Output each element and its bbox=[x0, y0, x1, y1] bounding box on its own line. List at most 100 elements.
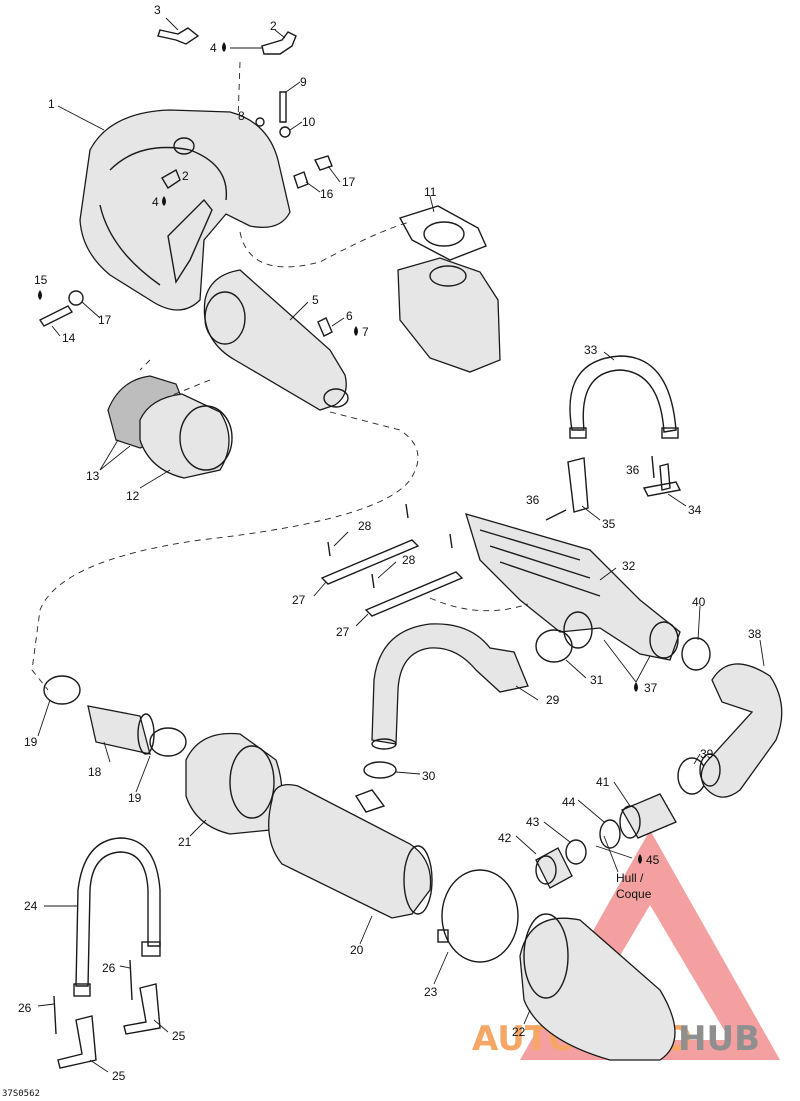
callout-38: 38 bbox=[748, 627, 762, 641]
leader-40 bbox=[697, 605, 701, 641]
callout-23: 23 bbox=[424, 985, 438, 999]
leader-32 bbox=[599, 567, 617, 581]
callout-40: 40 bbox=[692, 595, 706, 609]
clamp-31 bbox=[535, 629, 573, 663]
strap-33-assembly bbox=[545, 351, 687, 521]
hose-29-end bbox=[371, 738, 397, 750]
elbow-fitting-2-mid bbox=[161, 168, 181, 189]
bracket-34 bbox=[642, 463, 682, 497]
callout-4: 4 bbox=[210, 41, 217, 55]
clamp-sleeve-assembly bbox=[99, 359, 233, 489]
clamp-23-ring bbox=[441, 869, 519, 963]
lubricant-drop-icon bbox=[354, 326, 358, 336]
lubricant-drop-icon bbox=[162, 196, 166, 206]
bracket-35 bbox=[567, 457, 589, 513]
callout-6: 6 bbox=[346, 309, 353, 323]
strap-33 bbox=[569, 355, 677, 433]
callout-4: 4 bbox=[152, 195, 159, 209]
callout-11: 11 bbox=[424, 185, 437, 199]
clamp-19-bottom bbox=[149, 727, 187, 757]
fitting-6 bbox=[317, 317, 333, 337]
collector-body bbox=[79, 109, 291, 311]
leader-6 bbox=[331, 317, 345, 327]
hose-guide-manifold bbox=[239, 221, 411, 268]
clamp-23 bbox=[433, 869, 519, 985]
fitting-3 bbox=[157, 27, 200, 45]
hose-29-body bbox=[371, 623, 529, 745]
strap-24-end-left bbox=[73, 983, 91, 997]
leader-29 bbox=[515, 685, 539, 701]
leader-27b bbox=[355, 613, 369, 627]
leader-27a bbox=[313, 581, 327, 597]
sleeve-12-opening bbox=[179, 405, 233, 471]
callout-17: 17 bbox=[342, 175, 356, 189]
hose-clamps bbox=[37, 605, 711, 795]
clamp-30 bbox=[363, 761, 397, 779]
callout-3: 3 bbox=[154, 3, 161, 17]
lubricant-drop-icon bbox=[38, 290, 42, 300]
nut-8 bbox=[255, 117, 265, 127]
leader-25a bbox=[153, 1019, 169, 1033]
leader-34 bbox=[667, 493, 687, 507]
clamp-19-top bbox=[43, 675, 81, 705]
strap-24-end-right bbox=[141, 941, 161, 957]
muffler-20 bbox=[268, 783, 433, 945]
grommet-17 bbox=[314, 155, 333, 171]
leader-42 bbox=[515, 835, 537, 855]
nut-42-face bbox=[535, 855, 557, 885]
leader-43 bbox=[543, 821, 571, 843]
leader-28b bbox=[377, 561, 397, 579]
pin-26-b bbox=[53, 995, 57, 1035]
routing-arrow-32 bbox=[429, 597, 529, 612]
leader-22 bbox=[523, 1009, 531, 1025]
strap-24-assembly bbox=[37, 837, 169, 1073]
callout-5: 5 bbox=[312, 293, 319, 307]
resonator-22-body bbox=[519, 917, 676, 1061]
leader-10 bbox=[289, 121, 303, 131]
leader-5 bbox=[289, 301, 309, 321]
leader-28a bbox=[333, 531, 349, 547]
collector-port bbox=[173, 137, 195, 155]
leader-33 bbox=[603, 351, 615, 361]
leader-25b bbox=[89, 1059, 109, 1073]
sleeve-12 bbox=[139, 393, 230, 479]
callout-24: 24 bbox=[24, 899, 38, 913]
callout-26: 26 bbox=[18, 1001, 32, 1015]
exhaust-collector-1 bbox=[57, 105, 349, 411]
leader-14 bbox=[51, 325, 61, 337]
callout-10: 10 bbox=[302, 115, 316, 129]
leader-18 bbox=[103, 741, 111, 763]
leader-39 bbox=[693, 753, 701, 765]
callout-15: 15 bbox=[34, 273, 48, 287]
leader-45 bbox=[595, 845, 633, 859]
hose-29 bbox=[371, 623, 539, 750]
leader-hull bbox=[603, 835, 619, 873]
pin-36-b bbox=[651, 455, 655, 479]
leader-9 bbox=[285, 81, 301, 93]
callout-18: 18 bbox=[88, 765, 102, 779]
callout-43: 43 bbox=[526, 815, 540, 829]
pipe-32-outlet bbox=[649, 621, 679, 659]
gasket-11 bbox=[398, 205, 487, 261]
leader-35 bbox=[581, 505, 601, 521]
callout-41: 41 bbox=[596, 775, 610, 789]
callout-7: 7 bbox=[362, 325, 369, 339]
ring-43 bbox=[565, 839, 587, 865]
callout-1: 1 bbox=[48, 97, 55, 111]
hose-38-end bbox=[699, 753, 721, 787]
leader-17 bbox=[327, 165, 341, 183]
leader-38 bbox=[759, 639, 765, 667]
pipe-32-ribs bbox=[479, 529, 601, 597]
hardware bbox=[38, 81, 345, 337]
elbow-fitting-2-top bbox=[261, 31, 297, 55]
leader-1 bbox=[57, 105, 105, 131]
leader-16 bbox=[305, 181, 321, 193]
outlet-cone-5 bbox=[203, 269, 347, 411]
outlet-cone-mouth bbox=[323, 388, 349, 408]
callout-37: 37 bbox=[644, 681, 658, 695]
bracket-25-b bbox=[57, 1015, 97, 1069]
bolt-28-a bbox=[327, 503, 409, 557]
callout-35: 35 bbox=[602, 517, 616, 531]
callout-36: 36 bbox=[526, 493, 540, 507]
callout-13: 13 bbox=[86, 469, 100, 483]
